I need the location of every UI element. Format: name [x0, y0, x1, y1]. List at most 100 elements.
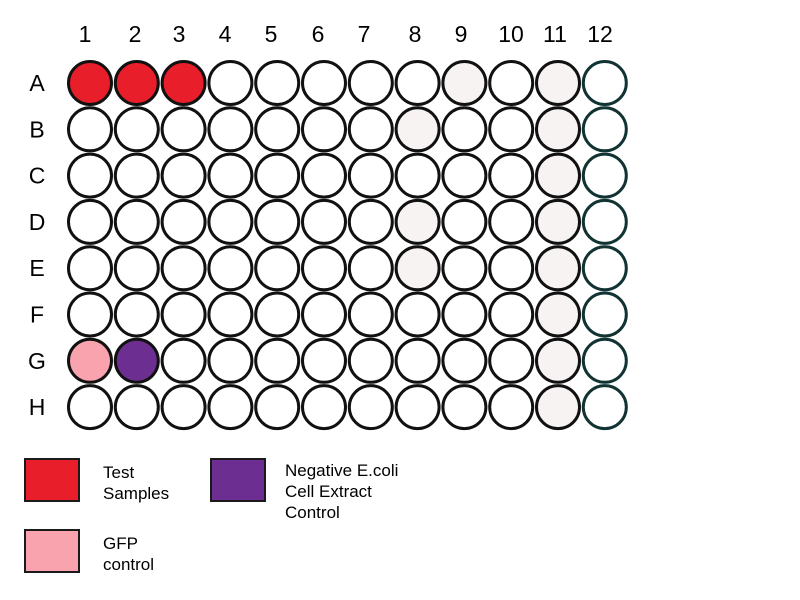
well-B4 — [207, 106, 254, 153]
well-D1 — [67, 198, 113, 245]
legend-line: Samples — [103, 484, 170, 503]
well-A7 — [347, 60, 394, 106]
well-B6 — [301, 106, 347, 153]
well-E1 — [67, 245, 113, 292]
column-label-6: 6 — [312, 21, 325, 47]
row-label-D: D — [29, 209, 46, 235]
well-G12 — [581, 337, 628, 384]
well-E4 — [207, 245, 254, 292]
well-H2 — [113, 384, 160, 431]
well-C2 — [113, 152, 160, 199]
well-H7 — [347, 384, 394, 431]
well-A6 — [301, 60, 347, 106]
row-label-E: E — [29, 255, 44, 281]
well-H8 — [394, 384, 441, 431]
well-C10 — [488, 152, 535, 199]
well-C3 — [160, 152, 207, 199]
well-G9 — [441, 337, 488, 384]
column-label-3: 3 — [173, 21, 186, 47]
well-C6 — [301, 152, 347, 199]
row-label-C: C — [29, 163, 46, 189]
well-B8 — [394, 106, 441, 153]
well-E6 — [301, 245, 347, 292]
well-A5 — [254, 60, 301, 106]
well-F7 — [347, 291, 394, 338]
well-D10 — [488, 198, 535, 245]
well-F12 — [581, 291, 628, 338]
well-C8 — [394, 152, 441, 199]
well-A12 — [581, 60, 628, 106]
well-C11 — [535, 152, 581, 199]
well-D4 — [207, 198, 254, 245]
well-C12 — [581, 152, 628, 199]
well-G4 — [207, 337, 254, 384]
well-F8 — [394, 291, 441, 338]
row-label-B: B — [29, 116, 44, 142]
well-G6 — [301, 337, 347, 384]
well-B7 — [347, 106, 394, 153]
legend-swatch-negative-control — [210, 458, 266, 502]
well-D6 — [301, 198, 347, 245]
well-D12 — [581, 198, 628, 245]
legend-swatch-test-samples — [24, 458, 80, 502]
well-A8 — [394, 60, 441, 106]
well-B5 — [254, 106, 301, 153]
well-H5 — [254, 384, 301, 431]
well-D7 — [347, 198, 394, 245]
well-F6 — [301, 291, 347, 338]
well-F9 — [441, 291, 488, 338]
well-D9 — [441, 198, 488, 245]
column-label-4: 4 — [219, 21, 232, 47]
well-C4 — [207, 152, 254, 199]
well-F1 — [67, 291, 113, 338]
well-C7 — [347, 152, 394, 199]
well-B10 — [488, 106, 535, 153]
well-A9 — [441, 60, 488, 106]
well-H6 — [301, 384, 347, 431]
well-D5 — [254, 198, 301, 245]
well-B2 — [113, 106, 160, 153]
well-H1 — [67, 384, 113, 431]
well-A10 — [488, 60, 535, 106]
legend-label-test-samples: Test Samples — [103, 462, 169, 504]
well-H4 — [207, 384, 254, 431]
well-G8 — [394, 337, 441, 384]
well-C9 — [441, 152, 488, 199]
column-label-12: 12 — [587, 21, 613, 47]
well-E9 — [441, 245, 488, 292]
well-G10 — [488, 337, 535, 384]
well-D3 — [160, 198, 207, 245]
legend-line: Control — [285, 503, 340, 522]
well-E8 — [394, 245, 441, 292]
well-E10 — [488, 245, 535, 292]
well-C5 — [254, 152, 301, 199]
row-label-G: G — [28, 348, 46, 374]
legend-line: GFP — [103, 534, 138, 553]
legend-line: Cell Extract — [285, 482, 372, 501]
well-F2 — [113, 291, 160, 338]
well-E3 — [160, 245, 207, 292]
legend-label-negative-control: Negative E.coli Cell Extract Control — [285, 460, 398, 523]
column-label-2: 2 — [129, 21, 142, 47]
well-A1 — [67, 60, 113, 106]
well-D11 — [535, 198, 581, 245]
legend-line: Negative E.coli — [285, 461, 399, 480]
well-D8 — [394, 198, 441, 245]
column-label-5: 5 — [265, 21, 278, 47]
row-label-F: F — [30, 302, 44, 328]
column-label-1: 1 — [79, 21, 92, 47]
legend-label-gfp-control: GFP control — [103, 533, 154, 575]
column-label-9: 9 — [455, 21, 468, 47]
well-F3 — [160, 291, 207, 338]
well-B3 — [160, 106, 207, 153]
legend-line: control — [103, 555, 155, 574]
well-H9 — [441, 384, 488, 431]
well-F10 — [488, 291, 535, 338]
column-label-10: 10 — [498, 21, 524, 47]
row-label-A: A — [29, 70, 45, 96]
well-H10 — [488, 384, 535, 431]
well-E5 — [254, 245, 301, 292]
well-H3 — [160, 384, 207, 431]
well-A4 — [207, 60, 254, 106]
